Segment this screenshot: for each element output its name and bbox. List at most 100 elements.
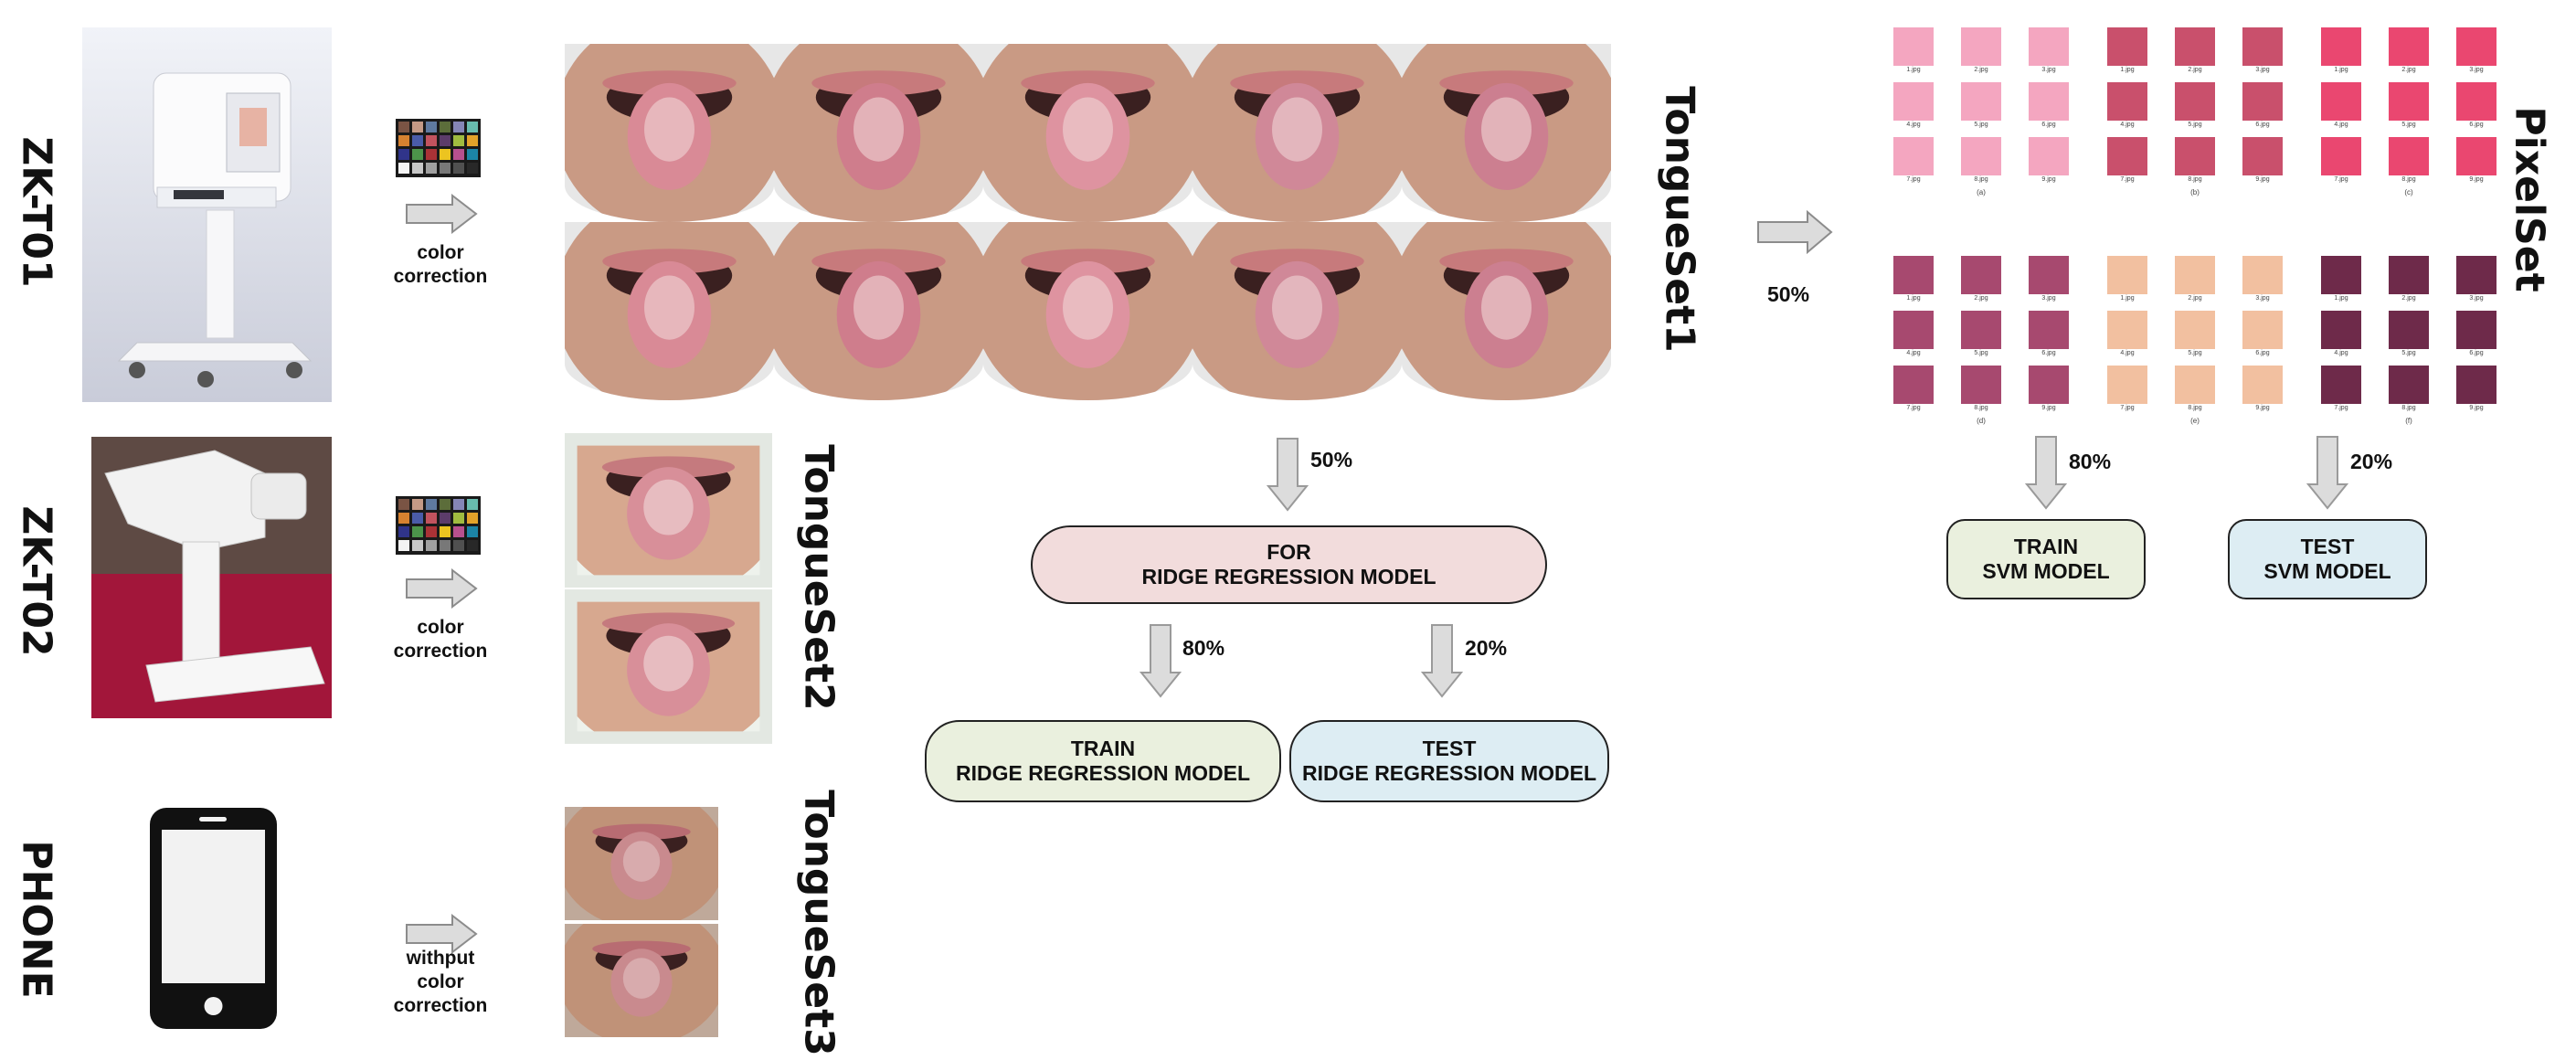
pixel-swatch-filename: 1.jpg (1906, 67, 1921, 73)
pixel-swatch (1893, 137, 1934, 175)
pixel-swatch (1893, 311, 1934, 349)
pixel-swatch-filename: 2.jpg (2401, 67, 2416, 73)
pixel-swatch-filename: 5.jpg (2188, 122, 2202, 128)
pixel-swatch-filename: 9.jpg (2255, 176, 2270, 183)
svm-train-percent: 80% (2069, 450, 2112, 473)
pixel-swatch (1893, 256, 1934, 294)
tongueset1-photo (774, 44, 983, 222)
pixel-group-label: (c) (2404, 188, 2413, 196)
pixel-swatch-filename: 3.jpg (2469, 295, 2484, 302)
tongueset1-photo (1193, 222, 1402, 400)
pixel-swatch-filename: 9.jpg (2041, 405, 2056, 411)
pixel-swatch (2321, 137, 2361, 175)
pixel-swatch (2321, 366, 2361, 404)
pixel-swatch-filename: 8.jpg (2188, 405, 2202, 411)
train-ridge-regression-box: TRAIN RIDGE REGRESSION MODEL (925, 720, 1281, 802)
pixel-swatch (2389, 137, 2429, 175)
pixel-swatch (2175, 366, 2215, 404)
zk-t02-device-image (91, 437, 332, 718)
pixel-swatch (1961, 256, 2001, 294)
pixel-swatch (2029, 366, 2069, 404)
pixel-swatch (1893, 366, 1934, 404)
pixelset-label: PixelSet (2506, 106, 2553, 292)
pixel-swatch-filename: 3.jpg (2041, 67, 2056, 73)
pixel-swatch-filename: 5.jpg (2401, 350, 2416, 356)
pixel-swatch-filename: 7.jpg (2334, 405, 2348, 411)
svm-test-percent: 20% (2350, 450, 2393, 473)
pixel-swatch-filename: 3.jpg (2255, 67, 2270, 73)
ridge-train-percent: 80% (1182, 636, 1225, 660)
pixel-swatch-filename: 9.jpg (2469, 176, 2484, 183)
to-pixelset-percent: 50% (1767, 282, 1810, 306)
pixel-swatch-filename: 9.jpg (2469, 405, 2484, 411)
pixel-swatch-filename: 8.jpg (2188, 176, 2202, 183)
pixel-swatch-filename: 2.jpg (1974, 295, 1988, 302)
pixel-swatch (1961, 366, 2001, 404)
tongueset1-photo (565, 222, 774, 400)
pixel-swatch-filename: 4.jpg (2120, 122, 2135, 128)
pixel-swatch-filename: 3.jpg (2469, 67, 2484, 73)
right-arrow-icon (1756, 209, 1833, 255)
pixel-swatch (2321, 27, 2361, 66)
tongueset1-image-grid (565, 44, 1611, 400)
pixel-swatch-filename: 4.jpg (1906, 350, 1921, 356)
tongueset1-photo (565, 44, 774, 222)
pixel-swatch (2321, 311, 2361, 349)
pixel-swatch (2029, 311, 2069, 349)
pixel-swatch-filename: 1.jpg (2120, 67, 2135, 73)
pixel-swatch-filename: 5.jpg (1974, 350, 1988, 356)
pixel-swatch (2175, 256, 2215, 294)
down-arrow-icon (2024, 435, 2068, 510)
pixel-swatch-filename: 8.jpg (2401, 405, 2416, 411)
pixel-group-label: (a) (1977, 188, 1986, 196)
pixel-swatch (1961, 311, 2001, 349)
pixel-swatch-filename: 6.jpg (2255, 122, 2270, 128)
pixel-swatch (2107, 82, 2147, 121)
test-ridge-regression-box: TEST RIDGE REGRESSION MODEL (1289, 720, 1609, 802)
pixel-swatch-filename: 5.jpg (2188, 350, 2202, 356)
tongueset2-image-stack (565, 433, 772, 746)
tongueset3-label: TongueSet3 (795, 790, 843, 1056)
pixel-swatch (2242, 27, 2283, 66)
tongueset3-photo (565, 924, 718, 1037)
pixel-swatch (2029, 82, 2069, 121)
color-checker-icon (396, 496, 481, 555)
device-label-zk-t01: ZK-T01 (13, 136, 60, 288)
pixel-swatch-filename: 7.jpg (1906, 405, 1921, 411)
pixel-swatch-filename: 4.jpg (2334, 350, 2348, 356)
right-arrow-icon (405, 567, 478, 610)
pixel-swatch (2456, 311, 2496, 349)
pixel-swatch-filename: 5.jpg (1974, 122, 1988, 128)
pixel-swatch (1961, 137, 2001, 175)
pixel-swatch-filename: 4.jpg (2334, 122, 2348, 128)
pixel-swatch-filename: 1.jpg (2334, 295, 2348, 302)
pixel-swatch-filename: 1.jpg (2120, 295, 2135, 302)
tongueset1-photo (1193, 44, 1402, 222)
down-arrow-icon (1266, 437, 1309, 512)
pixel-swatch (2456, 366, 2496, 404)
pixel-swatch (2029, 137, 2069, 175)
pixel-swatch (1893, 27, 1934, 66)
pixel-group-label: (b) (2190, 188, 2200, 196)
tongueset1-photo (1402, 222, 1611, 400)
pixel-swatch-filename: 4.jpg (1906, 122, 1921, 128)
pixel-swatch (2029, 256, 2069, 294)
pixel-swatch-filename: 9.jpg (2255, 405, 2270, 411)
pixel-swatch (2389, 366, 2429, 404)
pixel-swatch (2456, 82, 2496, 121)
pixel-swatch (2242, 366, 2283, 404)
pixel-swatch-filename: 6.jpg (2469, 122, 2484, 128)
pixel-swatch-filename: 6.jpg (2041, 350, 2056, 356)
down-arrow-icon (2306, 435, 2349, 510)
without-color-correction-label: withput color correction (393, 948, 488, 1016)
down-arrow-icon (1420, 623, 1464, 698)
pixel-swatch-filename: 2.jpg (2188, 295, 2202, 302)
pixel-swatch (2389, 82, 2429, 121)
pixel-swatch (2029, 27, 2069, 66)
pixel-swatch (2175, 82, 2215, 121)
pixel-swatch-filename: 2.jpg (2188, 67, 2202, 73)
pixel-swatch (2175, 311, 2215, 349)
test-svm-model-box: TEST SVM MODEL (2228, 519, 2427, 599)
tongueset3-photo (565, 807, 718, 920)
pixel-swatch (2175, 27, 2215, 66)
